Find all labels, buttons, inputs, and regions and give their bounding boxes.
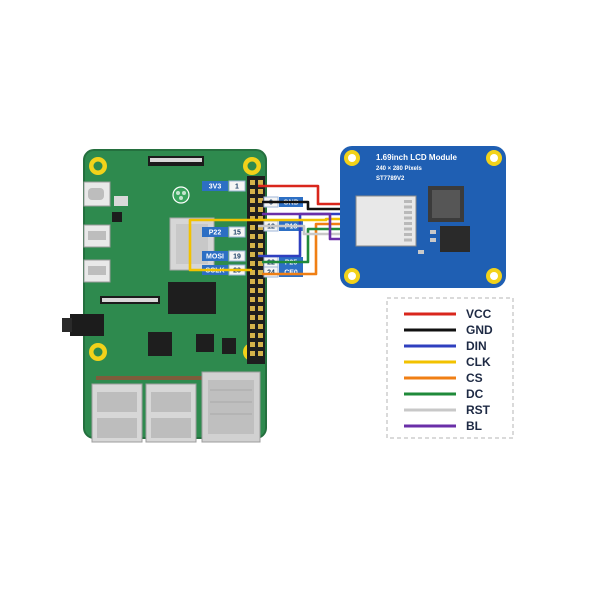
gpio-pin [250,351,255,356]
wire-dc [262,227,360,264]
connector-pin [404,238,412,242]
legend-label: VCC [466,307,492,321]
gpio-pin [258,225,263,230]
gpio-pin [258,252,263,257]
lcd-driver: ST7789V2 [376,176,405,182]
gpio-pin [258,315,263,320]
legend-label: DIN [466,339,487,353]
legend-label: CS [466,371,483,385]
gpio-pin [258,297,263,302]
gpio-pin [258,234,263,239]
legend-label: RST [466,403,491,417]
connector-pin [404,205,412,209]
gpio-pin [258,198,263,203]
gpio-pin [250,315,255,320]
legend-row-gnd: GND [404,323,493,337]
gpio-pin [258,207,263,212]
gpio-pin [250,270,255,275]
gpio-pin [250,225,255,230]
gpio-pin [258,216,263,221]
pin-number-text: 15 [233,230,241,237]
audio-jack [70,314,104,336]
gpio-pin [258,306,263,311]
gpio-pin [258,288,263,293]
lcd-module: 1.69inch LCD Module 240 × 280 Pixels ST7… [340,146,506,288]
pin-label-text: MOSI [206,254,224,261]
ram-chip [168,282,216,314]
connector-pin [404,227,412,231]
wire-cs [262,222,360,276]
gpio-header [247,176,265,364]
lcd-title: 1.69inch LCD Module [376,153,457,162]
connector-pin [404,200,412,203]
gpio-pin [250,342,255,347]
gpio-pin [250,180,255,185]
gpio-pin [250,189,255,194]
gpio-pin [250,279,255,284]
gpio-pin [250,234,255,239]
gpio-pin [258,270,263,275]
connector-pin [404,233,412,236]
raspberry-logo-icon [172,186,190,204]
gpio-pin [250,216,255,221]
gpio-pin [258,333,263,338]
legend-row-dc: DC [404,387,484,401]
wire-clk [188,217,360,232]
gpio-pin [250,306,255,311]
connector-pin [404,222,412,225]
gpio-pin [250,324,255,329]
legend-label: BL [466,419,482,433]
gpio-pin [258,342,263,347]
legend-row-clk: CLK [404,355,491,369]
pin-number-text: 1 [235,184,239,191]
gpio-pin [250,297,255,302]
usb-port-2 [145,383,197,443]
legend-label: GND [466,323,493,337]
pin-label-mosi: MOSI 19 [202,250,246,262]
legend-row-cs: CS [404,371,483,385]
legend-label: CLK [466,355,491,369]
gpio-pin [258,180,263,185]
legend-row-din: DIN [404,339,487,353]
usb-port-1 [91,383,143,443]
gpio-pin [250,207,255,212]
lcd-resolution: 240 × 280 Pixels [376,166,423,172]
wire-gnd [262,200,360,211]
pin-label-text: P22 [209,230,222,237]
legend-label: DC [466,387,484,401]
gpio-pin [250,252,255,257]
legend-row-rst: RST [404,403,491,417]
wire-rst [258,224,360,236]
ethernet-port [201,371,261,443]
gpio-pin [258,279,263,284]
gpio-pin [258,324,263,329]
wires [188,184,360,276]
connector-pin [404,216,412,220]
gpio-pin [250,288,255,293]
gpio-pin [250,243,255,248]
gpio-pin [258,243,263,248]
pin-number-text: 19 [233,254,241,261]
wire-legend: VCC GND DIN CLK CS DC RST BL [386,297,514,439]
legend-row-vcc: VCC [404,307,492,321]
connector-pin [404,211,412,214]
gpio-pin [258,189,263,194]
gpio-pin [250,261,255,266]
gpio-pin [258,261,263,266]
legend-row-bl: BL [404,419,482,433]
usb-controller-chip [148,332,172,356]
lcd-connector [355,195,417,247]
pin-label-3v3: 3V3 1 [202,180,246,192]
gpio-pin [250,198,255,203]
pin-label-text: 3V3 [209,184,222,191]
wire-vcc [258,184,360,206]
gpio-pin [258,351,263,356]
pin-label-p22: P22 15 [202,226,246,238]
gpio-pin [250,333,255,338]
